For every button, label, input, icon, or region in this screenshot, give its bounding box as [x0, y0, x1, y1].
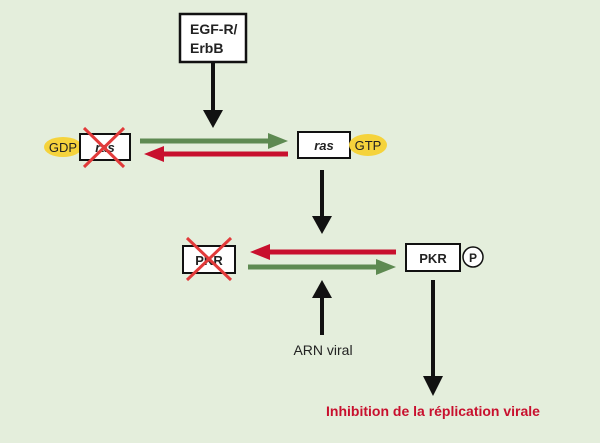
pkr-active-label: PKR: [419, 251, 447, 266]
phosphate-badge-label: P: [469, 251, 477, 265]
pkr-inactive-node: PKR: [182, 236, 236, 282]
gtp-badge-label: GTP: [355, 138, 382, 153]
ras-gtp-node: ras GTP: [297, 131, 387, 159]
arrow-pkr-down: [423, 280, 443, 396]
outcome-label: Inhibition de la réplication virale: [326, 403, 540, 419]
receptor-label-line1: EGF-R/: [190, 21, 238, 37]
arrow-pkr-activation: [248, 259, 396, 275]
arrow-ras-down: [312, 170, 332, 234]
pkr-inactive-cross-icon: [185, 236, 233, 282]
receptor-label-line2: ErbB: [190, 40, 223, 56]
viral-rna-label: ARN viral: [293, 342, 352, 358]
arrow-receptor-down: [203, 62, 223, 128]
pkr-active-box: [405, 243, 461, 272]
phosphate-badge: [462, 246, 484, 268]
ras-active-label: ras: [314, 138, 334, 153]
gtp-badge: [349, 134, 387, 156]
pkr-active-node: PKR P: [405, 243, 484, 272]
arrow-ras-activation: [140, 133, 288, 149]
gdp-badge-label: GDP: [49, 140, 77, 155]
inactive-cross-icon: [82, 126, 126, 169]
arrow-viral-rna-up: [312, 280, 332, 335]
receptor-node: EGF-R/ ErbB: [178, 12, 248, 64]
ras-active-box: [297, 131, 351, 159]
gdp-badge: [44, 137, 82, 157]
arrow-ras-inactivation: [144, 146, 288, 162]
ras-gdp-node: GDP ras: [44, 126, 131, 169]
arrow-pkr-inactivation: [250, 244, 396, 260]
